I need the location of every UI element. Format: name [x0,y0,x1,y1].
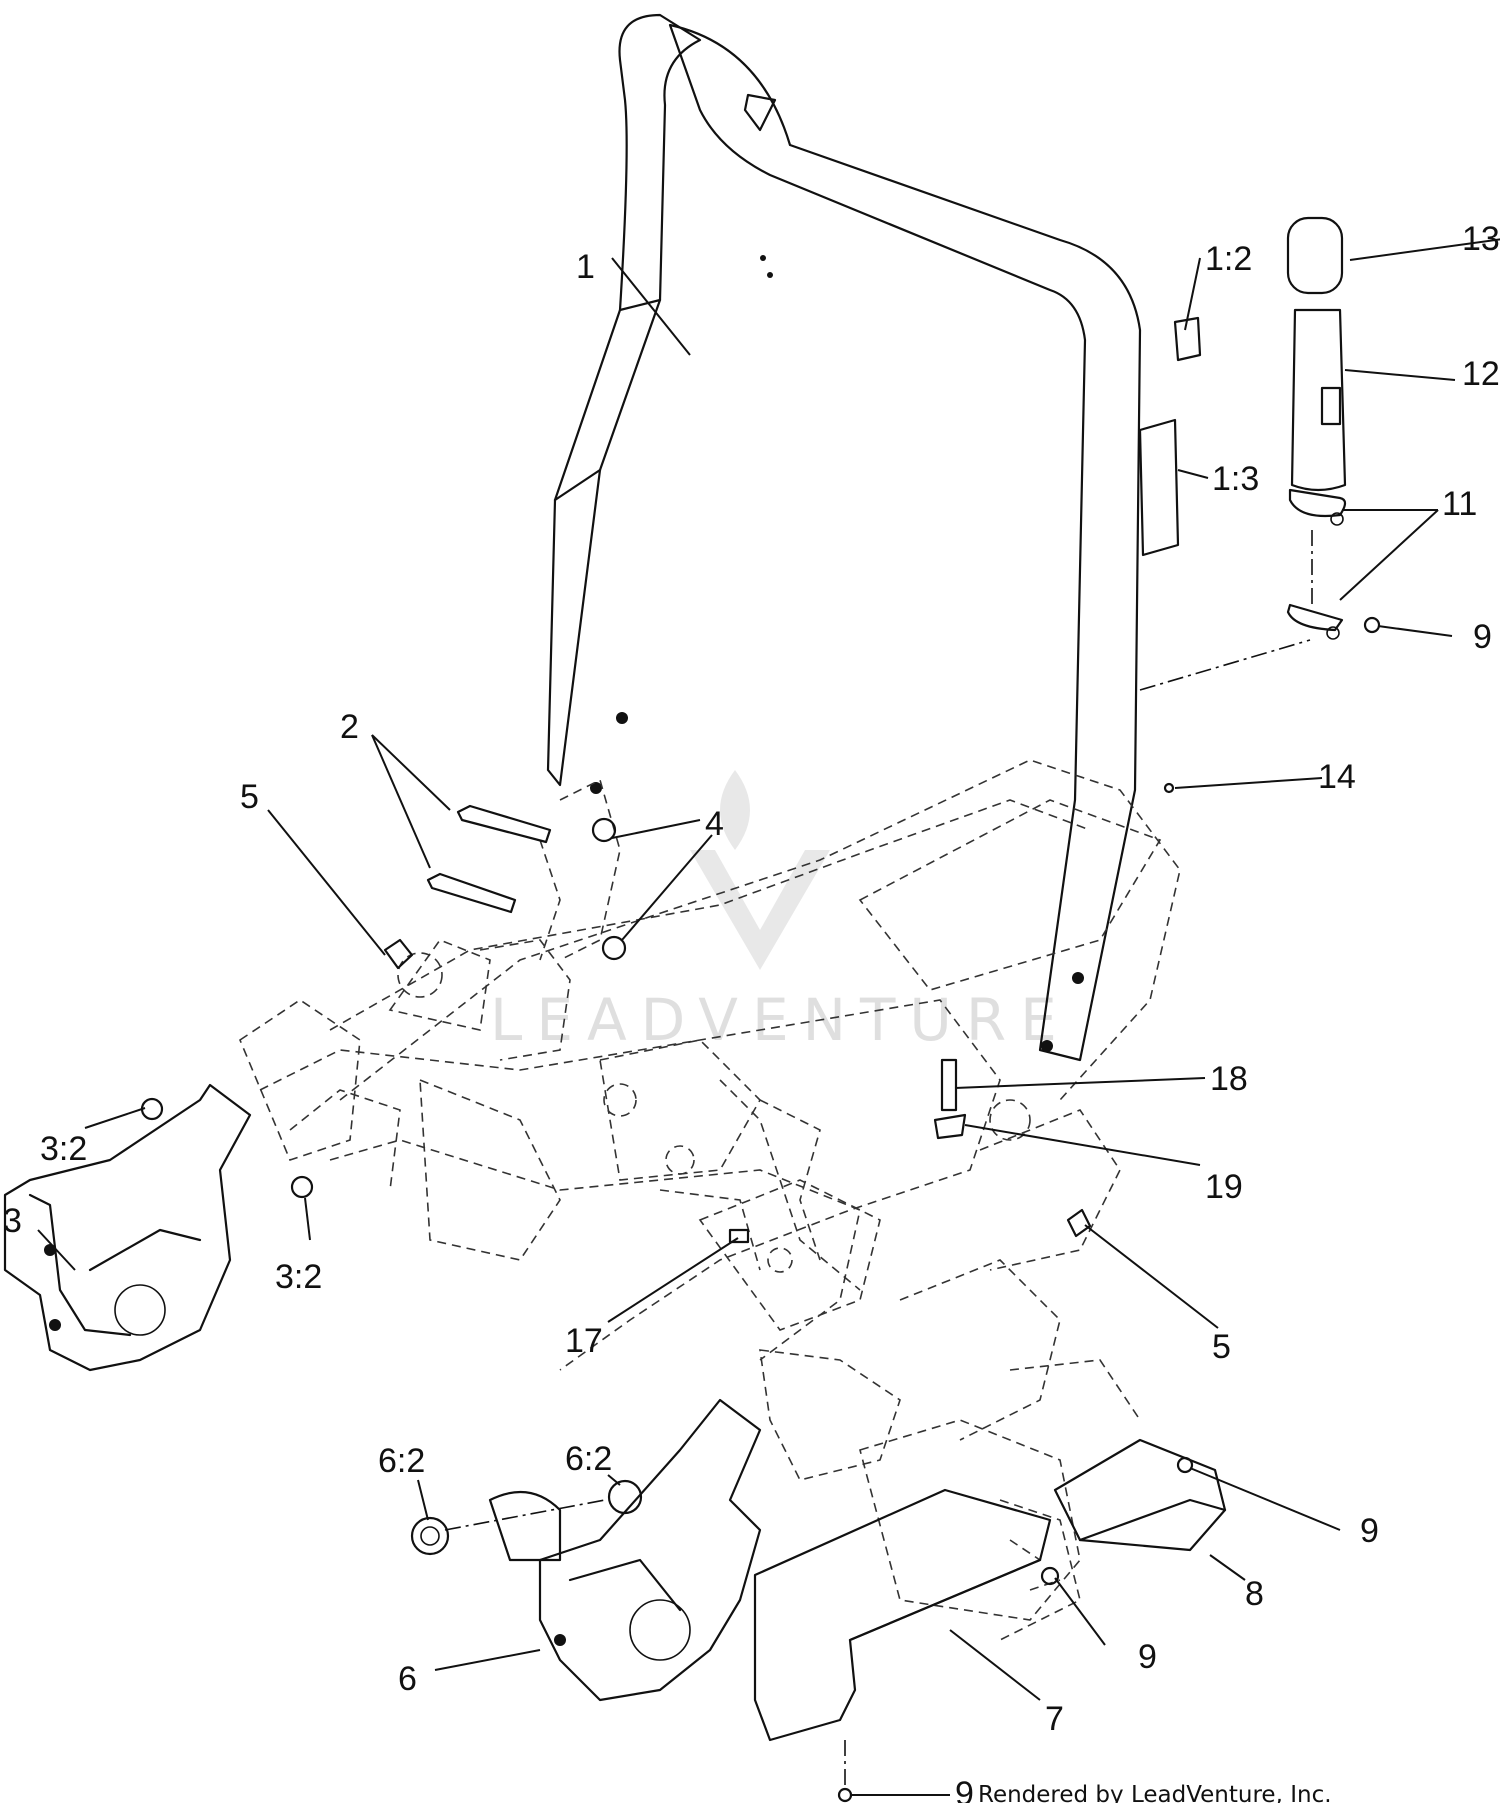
mount-3 [3,1083,314,1372]
fitting-14 [1163,782,1175,794]
rops-hoop [546,13,1202,1062]
nut-4-upper [591,817,617,843]
bushing-3-2-b [290,1175,314,1199]
callout-7: 7 [1045,1700,1064,1738]
callout-13: 13 [1462,220,1500,258]
callout-5-upper: 5 [240,778,259,816]
footrest-7 [753,1488,1060,1803]
tractor-frame [239,759,1181,1641]
callout-9-bottom: 9 [955,1775,974,1803]
bolt-2-upper [456,804,552,844]
bolt-5-upper [383,938,414,970]
bolt-9-mid [1040,1566,1060,1586]
callout-6-2-left: 6:2 [378,1442,425,1480]
callout-1-3: 1:3 [1212,460,1259,498]
callout-5-lower: 5 [1212,1328,1231,1366]
hardware [383,782,1175,1244]
leader-lines [37,238,1500,1796]
callout-1: 1 [576,248,595,286]
callout-3: 3 [3,1202,22,1240]
callout-1-2: 1:2 [1205,240,1252,278]
callout-14: 14 [1318,758,1356,796]
callout-8: 8 [1245,1575,1264,1613]
watermark-text: LEADVENTURE [490,986,1071,1054]
callout-9-mid: 9 [1138,1638,1157,1676]
callout-11: 11 [1442,485,1477,523]
bolt-2-lower [426,872,517,914]
callout-4: 4 [705,805,724,843]
bolt-9-top [1363,616,1381,634]
callout-12: 12 [1462,355,1500,393]
callout-2: 2 [340,708,359,746]
clip-18 [940,1058,958,1112]
footrest-8 [1053,1438,1227,1552]
canister-label [1320,386,1342,426]
callout-9-top: 9 [1473,618,1492,656]
bolt-5-lower [1066,1208,1092,1238]
clamp-lower [1286,603,1344,632]
manual-canister [1139,216,1381,691]
bolt-9-bottom [837,1787,853,1803]
callout-9-right: 9 [1360,1512,1379,1550]
callout-18: 18 [1210,1060,1248,1098]
nut-4-lower [601,935,627,961]
callout-17: 17 [565,1322,603,1360]
clamp-upper [1288,488,1347,518]
canister-cap [1286,216,1344,295]
render-credit: Rendered by LeadVenture, Inc. [978,1782,1332,1803]
bushing-6-2-b [607,1479,643,1515]
mount-6 [410,1398,762,1702]
bolt-9-right [1176,1456,1194,1474]
bushing-6-2-a [410,1516,450,1556]
callout-3-2-right: 3:2 [275,1258,322,1296]
callout-3-2-left: 3:2 [40,1130,87,1168]
callout-6: 6 [398,1660,417,1698]
callout-6-2-right: 6:2 [565,1440,612,1478]
canister-tube [1290,308,1347,492]
bracket-19 [933,1113,967,1140]
decal-1-3 [1138,418,1180,557]
decal-1-2 [1173,316,1202,362]
callout-labels: 1 1:2 1:3 13 12 11 9 2 5 4 14 18 19 3:2 … [3,220,1500,1803]
callout-19: 19 [1205,1168,1243,1206]
watermark: LEADVENTURE [490,770,1071,1054]
part-17 [728,1228,750,1244]
